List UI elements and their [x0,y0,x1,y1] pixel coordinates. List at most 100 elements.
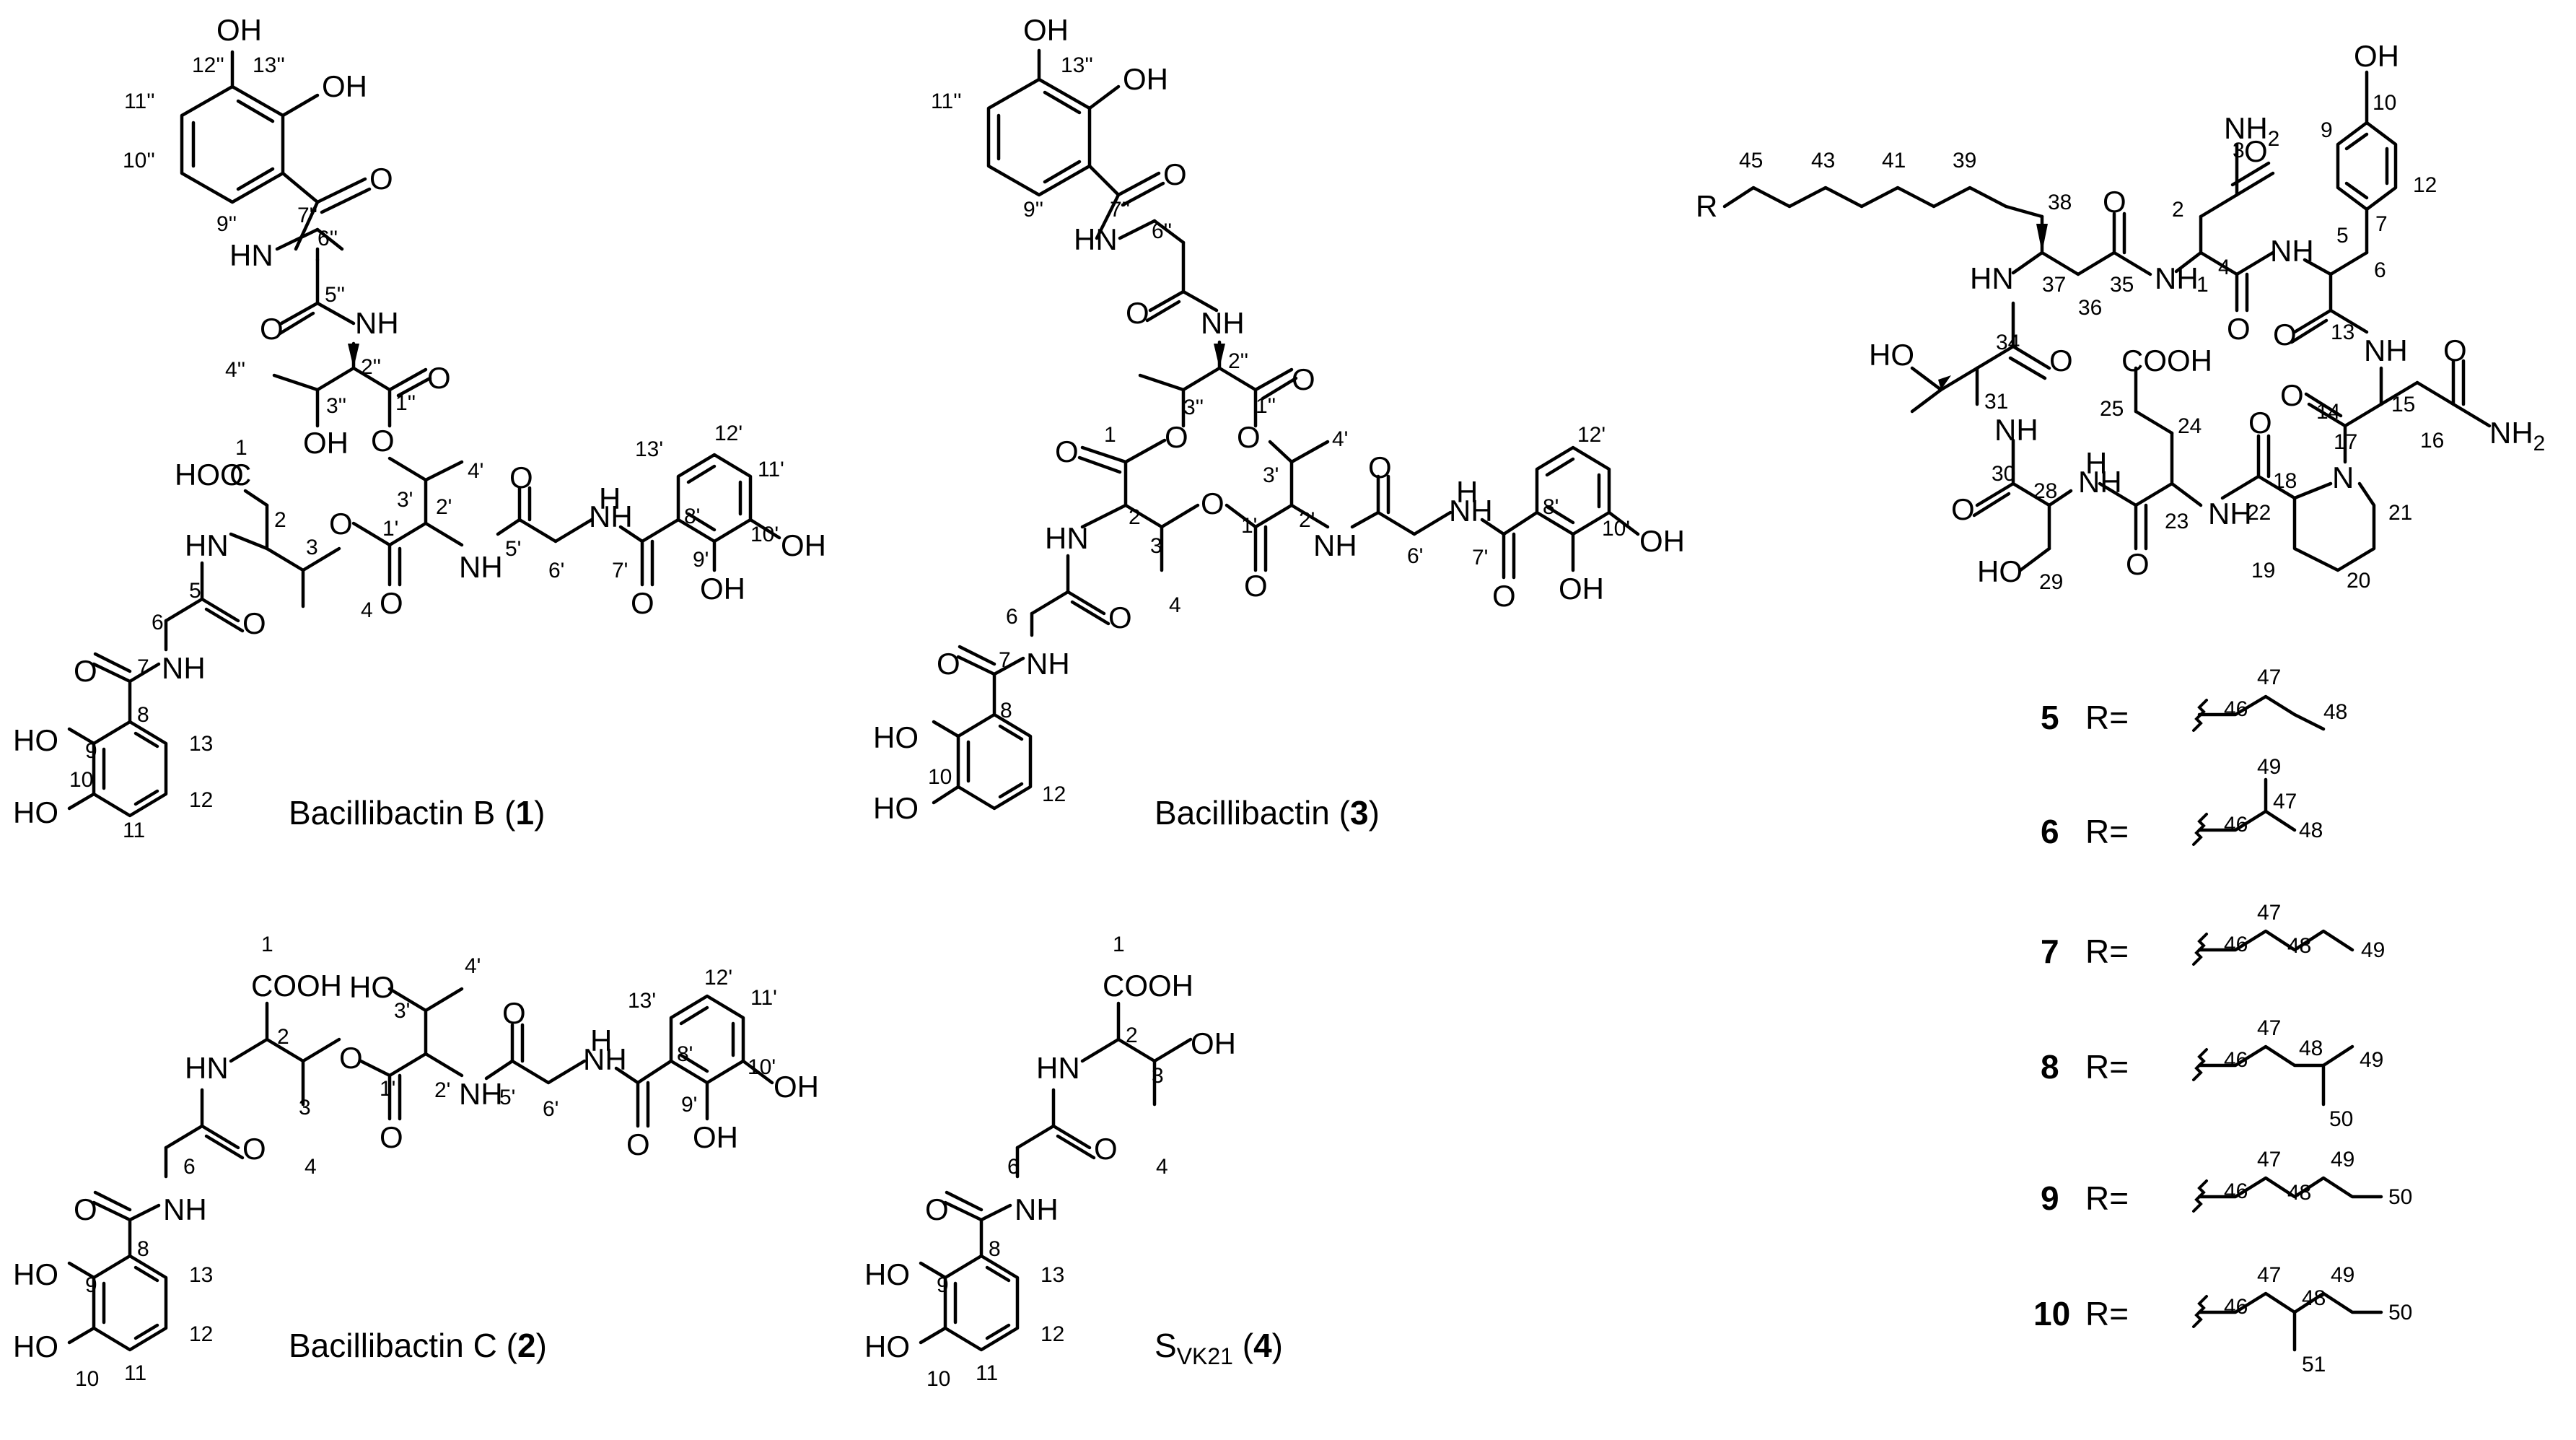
locant: 4 [1169,593,1181,617]
chain-locant: 47 [2257,1016,2281,1040]
locant: 36 [2078,296,2102,320]
locant: 1' [1241,514,1257,538]
bond [275,227,320,251]
locant: 1' [380,1077,395,1101]
locant: 8' [684,505,700,528]
atom-o: O [2227,312,2251,346]
atom-nh: NH [2364,333,2408,367]
chain-locant: 48 [2299,819,2323,842]
atom-oh: OH [774,1070,819,1104]
atom-o: O [509,461,533,494]
chain-locant: 46 [2224,697,2248,721]
locant: 2' [436,495,452,519]
variant-9: 9 R= 46 47 48 49 50 [2041,1148,2412,1217]
atom-hn: HN [1074,222,1118,256]
chain-locant: 49 [2360,1048,2383,1072]
locant: 12 [189,788,213,812]
locant: 11 [976,1361,998,1385]
chain-locant: 50 [2388,1301,2412,1325]
variant-label: R= [2085,699,2129,736]
atom-oh: OH [303,426,349,460]
locant: 4'' [225,358,245,382]
cyclic-lipopeptide-structure: R 45 43 41 39 38 37 HN 36 O 35 NH 1 2 O … [1696,39,2545,594]
bond [128,662,161,684]
chain-locant: 48 [2287,1181,2311,1205]
bond [396,376,432,398]
locant: 38 [2048,191,2072,214]
atom-hn: HN [185,1051,229,1085]
locant: 10 [69,768,93,792]
locant: 12' [704,966,732,990]
bond [315,227,344,251]
atom-nh: NH [1201,306,1245,340]
locant: 4' [465,954,481,978]
locant: 2 [2172,198,2184,222]
atom-c: C [229,458,251,492]
locant: 25 [2100,397,2124,421]
locant: 11' [750,986,777,1010]
atom-o: O [1165,420,1188,454]
atom-o: O [380,586,403,620]
variant-label: R= [2085,1295,2129,1332]
atom-o: O [1055,435,1079,468]
locant: 1 [261,933,273,956]
locant: 9'' [1023,198,1043,222]
variant-number: 10 [2033,1295,2070,1332]
locant: 9' [693,548,709,572]
atom-ho: HO [13,1257,58,1291]
bond [200,597,240,623]
locant: 7' [612,559,628,582]
bond [265,546,305,572]
r-group-variants: 5 R= 46 47 48 6 R= 46 47 48 49 7 R= 46 4… [2033,666,2412,1376]
locant: 13 [2331,320,2354,344]
locant: 6'' [1152,219,1172,243]
locant: 29 [2039,570,2063,594]
bond [387,367,428,392]
locant: 10' [750,523,779,546]
locant: 6' [1407,544,1423,568]
atom-oh: OH [693,1120,738,1154]
locant: 12 [2413,173,2437,197]
atom-hoo: HOO [175,458,244,492]
atom-o: O [2103,185,2126,219]
bond [387,521,428,547]
locant: 3'' [326,394,346,418]
chain-locant: 50 [2388,1185,2412,1209]
caption-compound-4: SVK21 (4) [1155,1327,1283,1369]
locant: 10 [75,1367,99,1391]
chain-locant: 46 [2224,1295,2248,1319]
atom-oh: OH [1123,62,1168,96]
locant: 34 [1996,331,2020,354]
chain-locant: 49 [2257,755,2281,779]
locant: 43 [1811,149,1835,173]
atom-o: O [2049,344,2073,378]
variant-number: 5 [2041,699,2059,736]
bond [424,521,464,547]
locant: 1 [2196,273,2209,297]
atom-hn: HN [229,238,273,272]
locant: 3'' [1183,396,1204,419]
variant-number: 7 [2041,933,2059,970]
locant: 4' [1332,427,1348,451]
bond [301,546,341,572]
compound-4-structure: 1 COOH 2 HN 3 OH 4 O 6 NH O HO HO 8 9 10 [864,933,1283,1391]
atom-o: O [2443,333,2467,367]
locant: 1 [1113,933,1125,956]
locant: 8' [1543,495,1559,519]
chain-locant: 46 [2224,933,2248,956]
atom-nh: NH [1015,1192,1059,1226]
atom-oh: OH [781,528,826,562]
atom-nh: NH [459,550,503,584]
caption-compound-2: Bacillibactin C (2) [289,1327,547,1364]
locant: 6 [2374,258,2386,282]
locant: 7 [2375,212,2388,236]
chain-locant: 47 [2257,1263,2281,1287]
bond [92,662,132,684]
chain-locant: 48 [2323,700,2347,724]
atom-nh: NH [459,1077,503,1111]
locant: 13' [635,437,663,461]
locant: 2' [1299,508,1315,532]
atom-o: O [1292,362,1315,396]
